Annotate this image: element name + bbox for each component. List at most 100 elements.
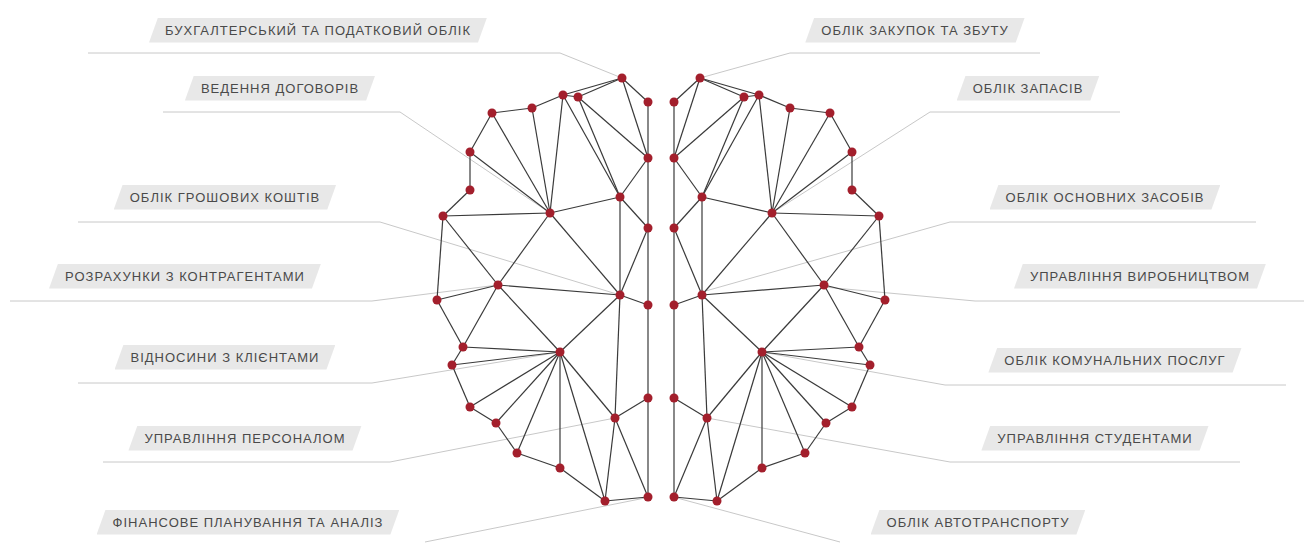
network-dot xyxy=(881,296,890,305)
network-line xyxy=(762,352,870,365)
network-line xyxy=(605,418,615,501)
network-line xyxy=(560,352,605,501)
network-line xyxy=(702,295,762,352)
function-label: ОБЛІК ЗАКУПОК ТА ЗБУТУ xyxy=(805,18,1024,43)
network-line xyxy=(759,95,790,108)
network-line xyxy=(762,352,805,453)
network-line xyxy=(805,423,826,453)
network-dot xyxy=(696,74,705,83)
network-dot xyxy=(698,193,707,202)
network-dot xyxy=(755,91,764,100)
label-text: ФІНАНСОВЕ ПЛАНУВАННЯ ТА АНАЛІЗ xyxy=(113,515,384,530)
network-dot xyxy=(698,291,707,300)
network-dot xyxy=(459,343,468,352)
network-dot xyxy=(448,361,457,370)
function-label: РОЗРАХУНКИ З КОНТРАГЕНТАМИ xyxy=(49,264,321,289)
function-label: ФІНАНСОВЕ ПЛАНУВАННЯ ТА АНАЛІЗ xyxy=(97,510,400,535)
label-text: ОБЛІК АВТОТРАНСПОРТУ xyxy=(887,515,1070,530)
function-label: ОБЛІК ЗАПАСІВ xyxy=(957,76,1100,101)
function-label: ОБЛІК АВТОТРАНСПОРТУ xyxy=(871,510,1086,535)
network-line xyxy=(824,216,879,285)
network-line xyxy=(762,352,826,423)
network-line xyxy=(437,285,498,300)
network-dot xyxy=(439,212,448,221)
network-line xyxy=(560,295,620,352)
network-dot xyxy=(546,209,555,218)
network-line xyxy=(674,497,717,501)
network-line xyxy=(759,95,772,213)
network-line xyxy=(859,300,885,347)
network-line xyxy=(701,197,702,295)
leader-line xyxy=(700,53,1040,78)
network-line xyxy=(498,285,620,295)
network-line xyxy=(498,213,550,285)
network-line xyxy=(762,453,805,468)
network-line xyxy=(492,113,550,213)
network-line xyxy=(578,97,648,158)
network-line xyxy=(674,418,707,497)
network-line xyxy=(674,97,744,158)
network-line xyxy=(470,407,496,423)
network-line xyxy=(470,113,492,152)
function-label: ОБЛІК ГРОШОВИХ КОШТІВ xyxy=(114,185,337,210)
network-line xyxy=(772,113,830,213)
network-dot xyxy=(758,348,767,357)
network-line xyxy=(437,216,443,300)
network-dot xyxy=(466,186,475,195)
network-line xyxy=(469,152,470,190)
function-label: ВІДНОСИНИ З КЛІЄНТАМИ xyxy=(115,345,336,370)
network-dot xyxy=(855,343,864,352)
network-line xyxy=(517,453,560,468)
network-line xyxy=(851,152,852,190)
leader-line xyxy=(824,287,1304,301)
leader-line xyxy=(103,418,615,462)
network-line xyxy=(619,197,620,295)
network-dot xyxy=(618,74,627,83)
leader-line xyxy=(677,498,840,542)
label-text: УПРАВЛІННЯ ВИРОБНИЦТВОМ xyxy=(1030,269,1250,284)
network-line xyxy=(674,197,702,228)
network-line xyxy=(852,365,870,407)
network-line xyxy=(717,352,762,501)
network-line xyxy=(559,352,560,468)
label-text: ОБЛІК ОСНОВНИХ ЗАСОБІВ xyxy=(1006,190,1205,205)
network-line xyxy=(700,78,759,95)
network-line xyxy=(470,152,550,213)
leader-line xyxy=(707,418,1240,462)
network-dot xyxy=(556,348,565,357)
network-line xyxy=(707,352,762,418)
function-label: УПРАВЛІННЯ ВИРОБНИЦТВОМ xyxy=(1014,264,1266,289)
network-line xyxy=(824,285,885,300)
network-dot xyxy=(492,419,501,428)
network-dot xyxy=(556,464,565,473)
network-dot xyxy=(488,109,497,118)
network-line xyxy=(532,95,563,108)
network-dot xyxy=(494,281,503,290)
network-dot xyxy=(433,296,442,305)
network-line xyxy=(563,78,622,95)
network-dot xyxy=(875,212,884,221)
network-line xyxy=(560,352,615,418)
label-text: ОБЛІК ЗАПАСІВ xyxy=(973,81,1084,96)
network-dot xyxy=(513,449,522,458)
network-line xyxy=(826,407,852,423)
label-text: ОБЛІК ЗАКУПОК ТА ЗБУТУ xyxy=(821,23,1008,38)
network-dot xyxy=(670,98,679,107)
network-line xyxy=(605,497,648,501)
network-dot xyxy=(644,301,653,310)
network-dot xyxy=(866,361,875,370)
network-dot xyxy=(822,419,831,428)
network-line xyxy=(674,158,702,197)
network-line xyxy=(550,95,563,213)
network-line xyxy=(702,197,772,213)
network-line xyxy=(790,108,830,113)
network-line xyxy=(498,285,560,352)
network-line xyxy=(772,213,824,285)
label-text: ВІДНОСИНИ З КЛІЄНТАМИ xyxy=(131,350,320,365)
network-line xyxy=(517,352,560,453)
network-line xyxy=(443,216,498,285)
function-label: УПРАВЛІННЯ СТУДЕНТАМИ xyxy=(981,426,1208,451)
label-text: БУХГАЛТЕРСЬКИЙ ТА ПОДАТКОВИЙ ОБЛІК xyxy=(165,23,471,38)
network-line xyxy=(702,95,759,197)
network-dot xyxy=(848,403,857,412)
